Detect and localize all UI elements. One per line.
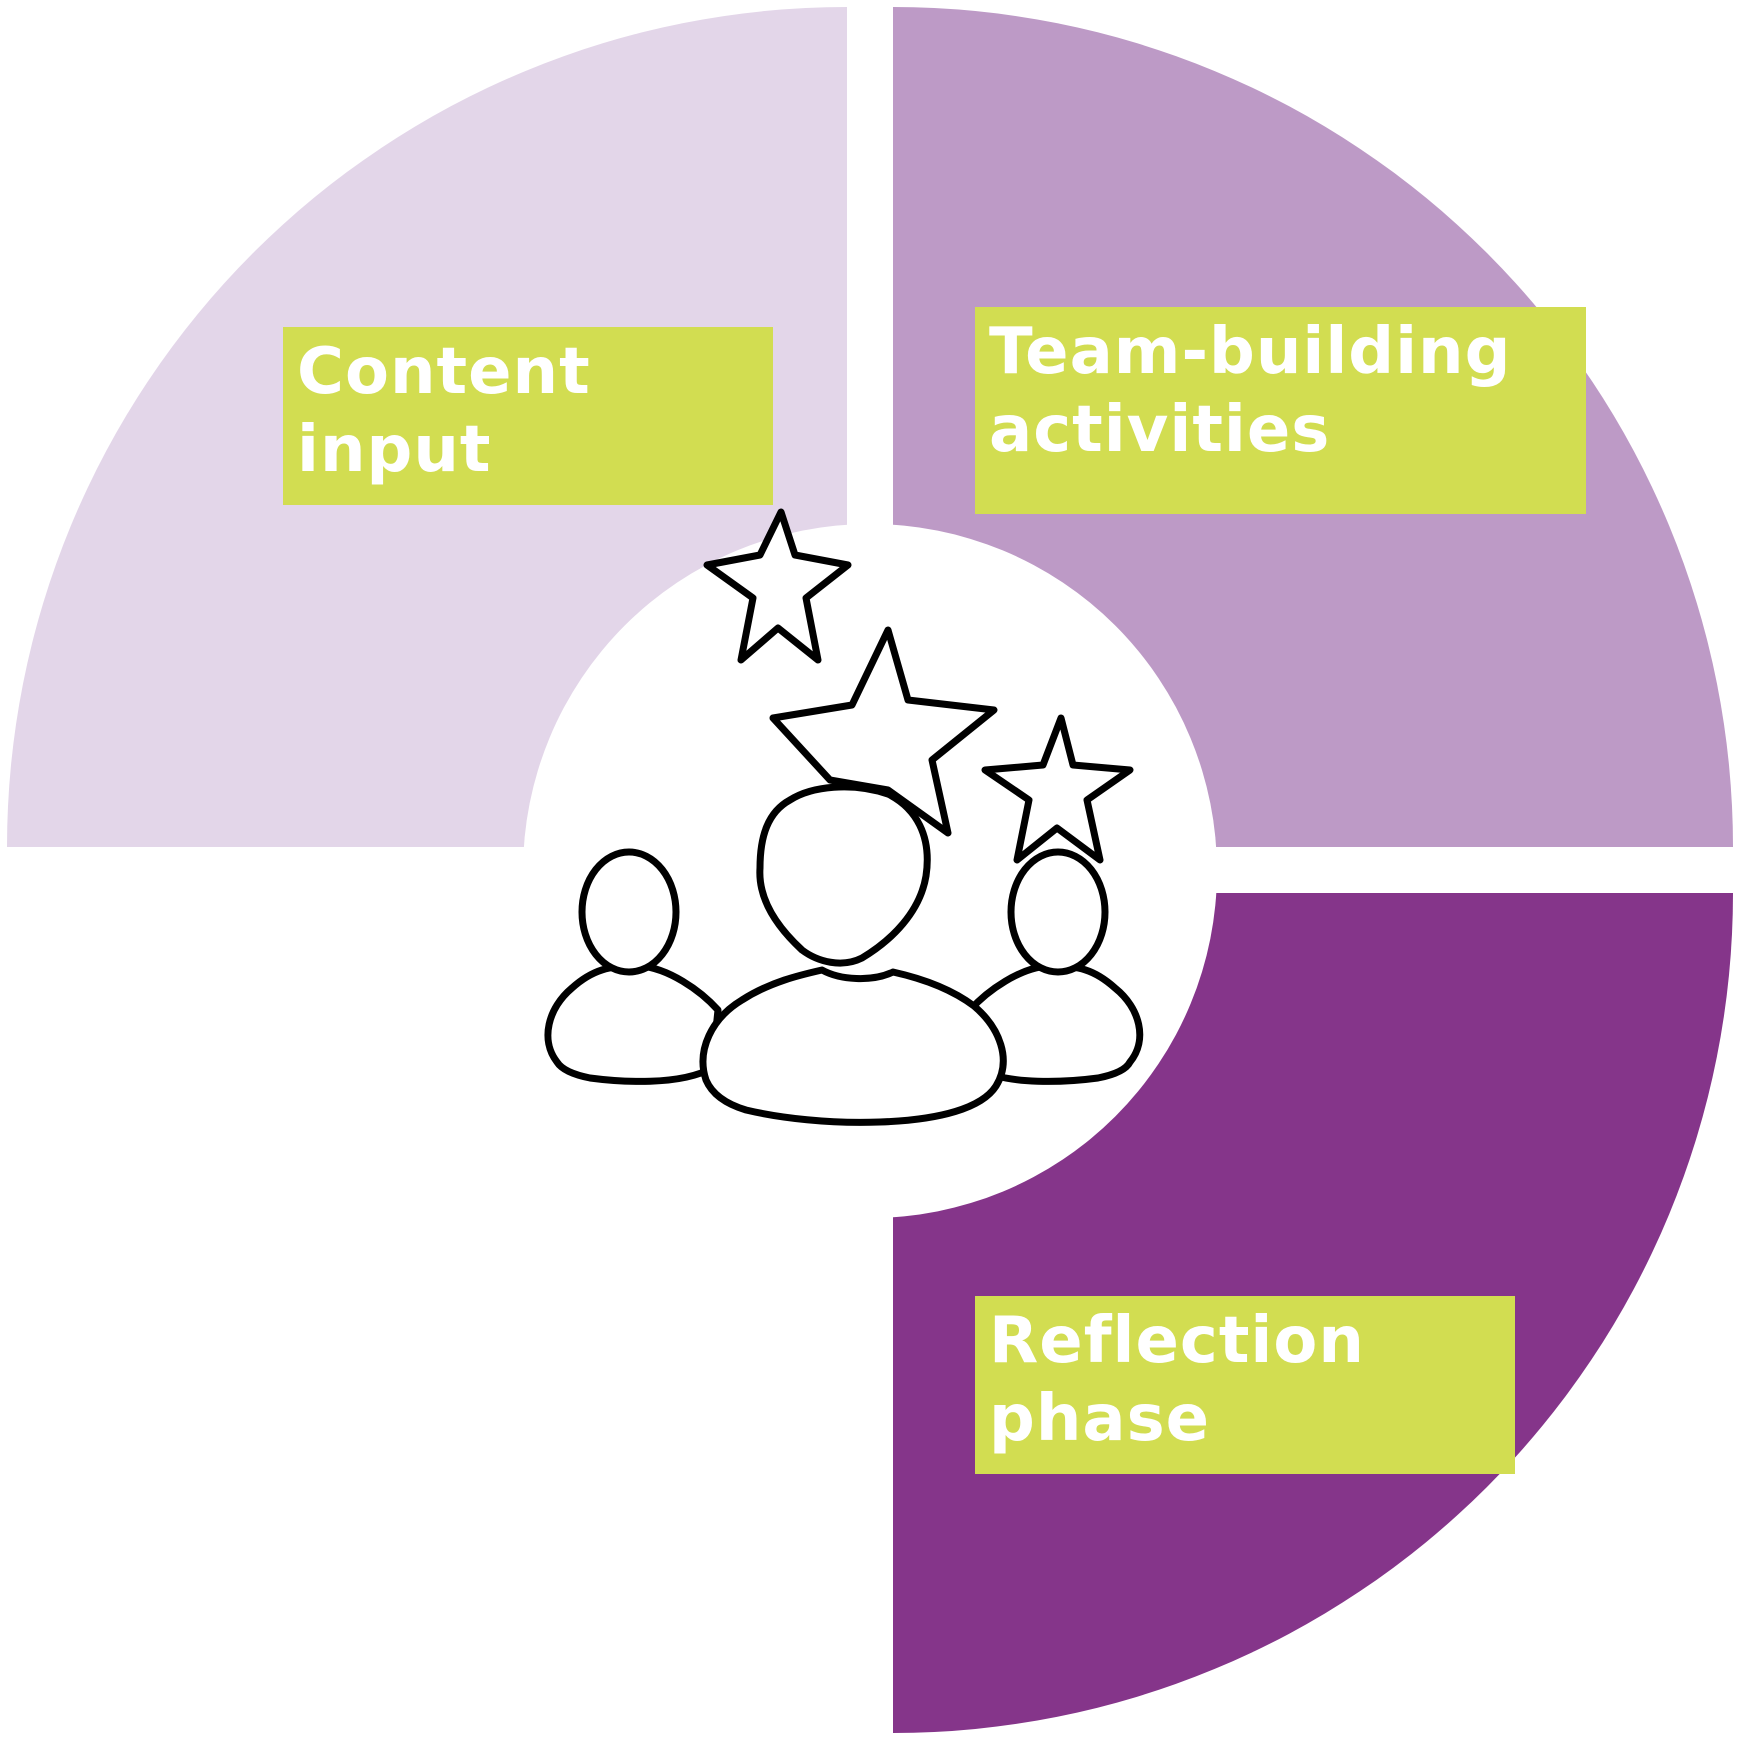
- label-content-input: Content input: [283, 327, 773, 505]
- person-head-left: [578, 848, 680, 976]
- label-content-input-line2: input: [297, 413, 492, 488]
- label-team-building-line1: Team-building: [989, 315, 1512, 389]
- person-body-right: [966, 962, 1144, 1085]
- label-content-input-line1: Content: [297, 335, 591, 409]
- team-with-stars-icon: [544, 508, 1144, 1126]
- person-body-left: [544, 962, 722, 1085]
- label-reflection: Reflection phase: [975, 1296, 1515, 1474]
- star-icon: [703, 508, 852, 664]
- label-reflection-line1: Reflection: [989, 1304, 1365, 1378]
- person-head-right: [1007, 848, 1109, 976]
- person-head-center: [756, 783, 931, 967]
- label-reflection-line2: phase: [989, 1382, 1211, 1457]
- star-icon: [981, 714, 1134, 864]
- person-body-center: [699, 966, 1007, 1126]
- label-team-building-line2: activities: [989, 393, 1331, 468]
- star-icon: [769, 626, 998, 837]
- label-team-building: Team-building activities: [975, 307, 1586, 514]
